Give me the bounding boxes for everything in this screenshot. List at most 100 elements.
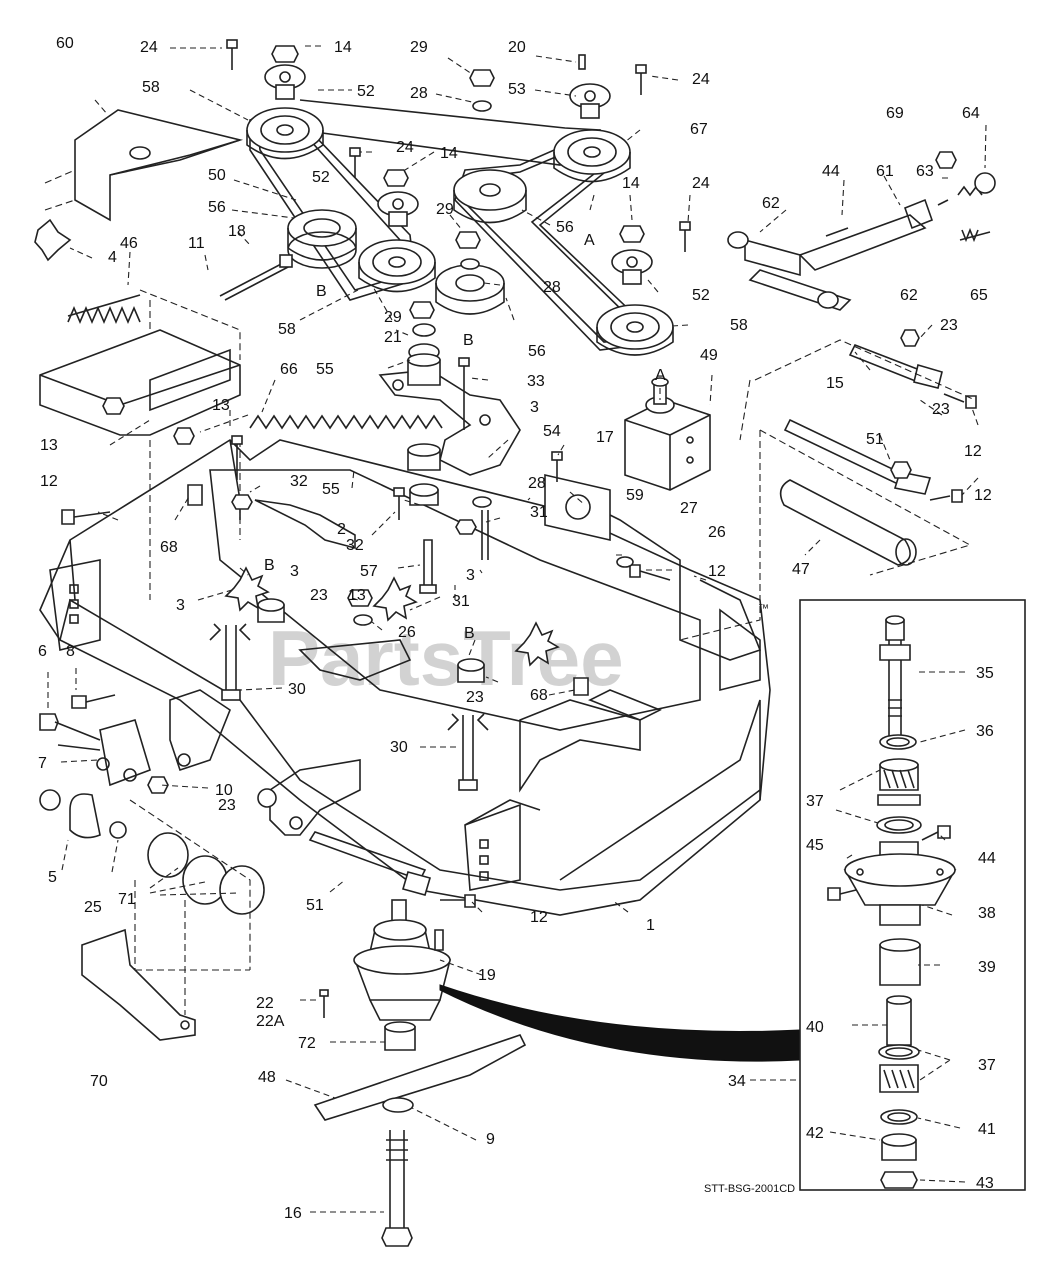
callout: 63 bbox=[916, 163, 934, 180]
callout: 27 bbox=[680, 500, 698, 517]
callout: 38 bbox=[978, 905, 996, 922]
gearbox-49 bbox=[624, 377, 711, 491]
callout: 34 bbox=[728, 1073, 746, 1090]
belt-cover-60 bbox=[44, 109, 244, 222]
callout: 55 bbox=[322, 481, 340, 498]
callout: 69 bbox=[886, 105, 904, 122]
nuts-washers bbox=[271, 45, 645, 361]
pulley-56-left bbox=[287, 209, 357, 269]
callout: 4 bbox=[108, 249, 117, 266]
plate-70 bbox=[81, 900, 196, 1041]
callout: B bbox=[463, 332, 474, 349]
callout: 39 bbox=[978, 959, 996, 976]
callout: B bbox=[464, 625, 475, 642]
callout: 45 bbox=[806, 837, 824, 854]
callout: 11 bbox=[188, 235, 205, 252]
trademark-symbol: ™ bbox=[758, 603, 769, 615]
bushings-55 bbox=[407, 353, 441, 506]
callout: 14 bbox=[622, 175, 640, 192]
callout: 72 bbox=[298, 1035, 316, 1052]
callout: 37 bbox=[806, 793, 824, 810]
callout: 44 bbox=[978, 850, 996, 867]
callout: 16 bbox=[284, 1205, 302, 1222]
callout: 24 bbox=[396, 139, 414, 156]
callout: 68 bbox=[160, 539, 178, 556]
callout: 3 bbox=[290, 563, 299, 580]
callout: 13 bbox=[40, 437, 58, 454]
callout: 20 bbox=[508, 39, 526, 56]
callout: 23 bbox=[940, 317, 958, 334]
callout: 57 bbox=[360, 563, 378, 580]
callout: 12 bbox=[40, 473, 58, 490]
callout: 23 bbox=[466, 689, 484, 706]
callout: 60 bbox=[56, 35, 74, 52]
callout: 55 bbox=[316, 361, 334, 378]
callout: 59 bbox=[626, 487, 644, 504]
callout: 18 bbox=[228, 223, 246, 240]
pulley-56-lower bbox=[435, 264, 505, 315]
callout: 24 bbox=[140, 39, 158, 56]
fasteners-deck bbox=[61, 393, 977, 908]
callout: 40 bbox=[806, 1019, 824, 1036]
callout: 3 bbox=[176, 597, 185, 614]
rollers bbox=[39, 789, 265, 971]
callout: 31 bbox=[530, 504, 548, 521]
callout: 13 bbox=[212, 397, 230, 414]
bracket-11 bbox=[39, 289, 241, 600]
callout: 37 bbox=[978, 1057, 996, 1074]
callout: 22A bbox=[256, 1013, 285, 1030]
callout: 14 bbox=[440, 145, 458, 162]
callout: B bbox=[264, 557, 275, 574]
idler-arm-54 bbox=[378, 357, 521, 476]
callout: 5 bbox=[48, 869, 57, 886]
callout: 19 bbox=[478, 967, 496, 984]
callout: 53 bbox=[508, 81, 526, 98]
callout: 43 bbox=[976, 1175, 994, 1192]
callout: 52 bbox=[312, 169, 330, 186]
callout: 12 bbox=[974, 487, 992, 504]
callout: 71 bbox=[118, 891, 136, 908]
callout: 64 bbox=[962, 105, 980, 122]
callout: 3 bbox=[466, 567, 475, 584]
callout: 23 bbox=[932, 401, 950, 418]
callout: 52 bbox=[357, 83, 375, 100]
callout: 29 bbox=[384, 309, 402, 326]
callout: 61 bbox=[876, 163, 894, 180]
studs-30 bbox=[209, 623, 489, 791]
callout: 44 bbox=[822, 163, 840, 180]
callout: 28 bbox=[410, 85, 428, 102]
callout: 65 bbox=[970, 287, 988, 304]
callout: 58 bbox=[278, 321, 296, 338]
pulley-58-right bbox=[596, 304, 674, 356]
callout: 24 bbox=[692, 175, 710, 192]
pulley-58-left bbox=[246, 107, 324, 160]
clips-68 bbox=[187, 484, 589, 696]
callout: 15 bbox=[826, 375, 844, 392]
callout: 23 bbox=[218, 797, 236, 814]
callout: 51 bbox=[866, 431, 884, 448]
callout: A bbox=[655, 367, 666, 384]
left-roller-bracket bbox=[39, 689, 231, 794]
spindle-assembly bbox=[313, 899, 801, 1247]
drawing-code: STT-BSG-2001CD bbox=[704, 1183, 795, 1195]
callout: 47 bbox=[792, 561, 810, 578]
callout: 32 bbox=[290, 473, 308, 490]
callout: 28 bbox=[528, 475, 546, 492]
callout: 13 bbox=[348, 587, 366, 604]
callout: 36 bbox=[976, 723, 994, 740]
pulley-67 bbox=[553, 129, 631, 183]
callout: 52 bbox=[692, 287, 710, 304]
callout: 56 bbox=[208, 199, 226, 216]
callout: 35 bbox=[976, 665, 994, 682]
pulley-58-middle bbox=[358, 239, 436, 293]
callout: 25 bbox=[84, 899, 102, 916]
callout: 3 bbox=[530, 399, 539, 416]
rods-right bbox=[679, 329, 976, 641]
callout: 68 bbox=[530, 687, 548, 704]
callout: 70 bbox=[90, 1073, 108, 1090]
callout: 30 bbox=[288, 681, 306, 698]
callout: 29 bbox=[410, 39, 428, 56]
callout: 9 bbox=[486, 1131, 495, 1148]
